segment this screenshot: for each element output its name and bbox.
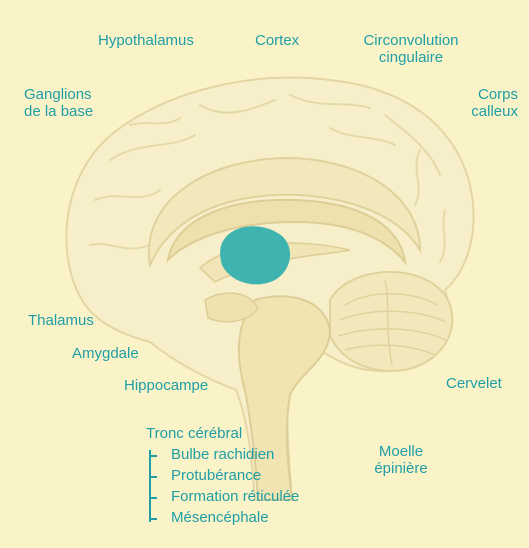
label-circonvolution-cingulaire: Circonvolution cingulaire [352, 32, 470, 66]
tronc-cerebral-subparts: Bulbe rachidien Protubérance Formation r… [149, 446, 339, 536]
label-ganglions-de-la-base: Ganglions de la base [24, 86, 93, 120]
cerebellum [330, 272, 452, 371]
label-moelle-epiniere: Moelle épinière [363, 443, 439, 477]
label-amygdale: Amygdale [72, 345, 139, 362]
label-hypothalamus: Hypothalamus [98, 32, 194, 49]
label-cervelet: Cervelet [446, 375, 502, 392]
label-thalamus: Thalamus [28, 312, 94, 329]
label-hippocampe: Hippocampe [124, 377, 208, 394]
label-tronc-cerebral: Tronc cérébral [146, 425, 242, 442]
label-cortex: Cortex [255, 32, 299, 49]
tree-connector-line [149, 450, 151, 522]
label-corps-calleux: Corps calleux [438, 86, 518, 120]
thalamus-highlight [220, 226, 290, 284]
